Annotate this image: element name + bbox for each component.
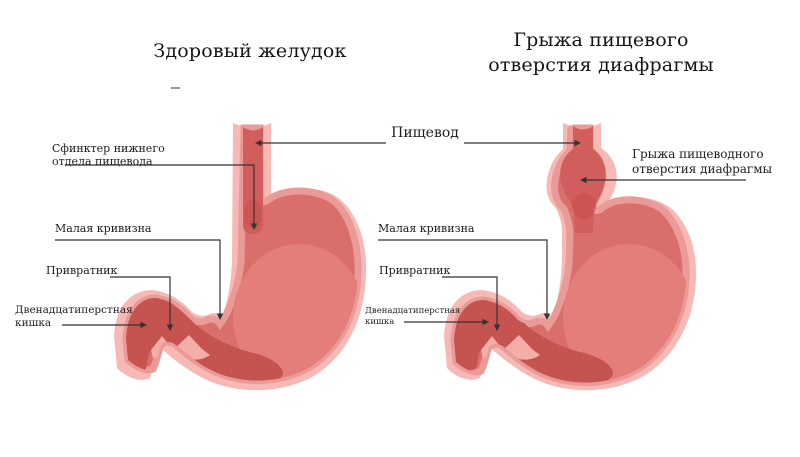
title-hiatal-hernia-line1: Грыжа пищевого bbox=[513, 29, 689, 51]
label-sphincter-line2: отдела пищевода bbox=[52, 155, 153, 168]
leader-lesser-left bbox=[55, 239, 224, 320]
title-healthy-stomach: Здоровый желудок bbox=[153, 40, 347, 62]
label-lesser-curvature-left: Малая кривизна bbox=[55, 222, 152, 235]
label-sphincter-line1: Сфинктер нижнего bbox=[52, 142, 165, 155]
label-duodenum-right-line2: кишка bbox=[365, 316, 395, 327]
label-pylorus-right: Привратник bbox=[379, 264, 451, 277]
hernia-stomach-illustration bbox=[444, 123, 697, 391]
label-pylorus-left: Привратник bbox=[46, 264, 118, 277]
leader-pylorus-right bbox=[442, 276, 501, 331]
label-sphincter: Сфинктер нижнего отдела пищевода bbox=[52, 142, 165, 168]
leader-lines bbox=[55, 139, 746, 331]
label-duodenum-left: Двенадцатиперстная кишка bbox=[15, 304, 133, 330]
label-hernia-line1: Грыжа пищеводного bbox=[632, 147, 764, 161]
label-duodenum-left-line1: Двенадцатиперстная bbox=[15, 304, 133, 316]
label-hernia: Грыжа пищеводного отверстия диафрагмы bbox=[632, 147, 772, 177]
label-duodenum-right-line1: Двенадцатиперстная bbox=[365, 306, 461, 316]
title-hiatal-hernia-line2: отверстия диафрагмы bbox=[488, 54, 714, 76]
label-hernia-line2: отверстия диафрагмы bbox=[632, 162, 773, 176]
label-lesser-curvature-right: Малая кривизна bbox=[378, 222, 475, 235]
label-duodenum-left-line2: кишка bbox=[15, 317, 52, 329]
label-esophagus: Пищевод bbox=[391, 125, 459, 141]
label-duodenum-right: Двенадцатиперстная кишка bbox=[365, 306, 460, 327]
small-dash-mark bbox=[171, 87, 180, 89]
leader-pylorus-left bbox=[110, 276, 174, 331]
leader-lesser-right bbox=[378, 239, 551, 320]
leader-sphincter bbox=[65, 164, 258, 230]
title-hiatal-hernia: Грыжа пищевого отверстия диафрагмы bbox=[460, 28, 742, 78]
healthy-stomach-illustration bbox=[114, 123, 367, 391]
